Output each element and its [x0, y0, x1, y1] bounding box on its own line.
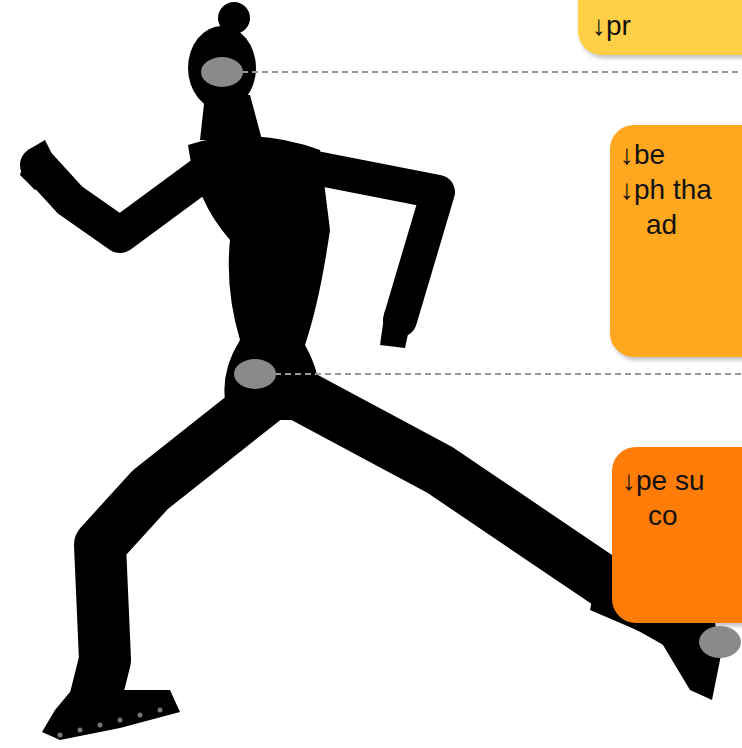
leader-line	[222, 71, 742, 73]
body-point-dot	[201, 57, 243, 87]
callout-text: ↓ph tha ad	[620, 172, 724, 242]
callout-text: ↓be	[620, 137, 724, 172]
body-point-dot	[234, 359, 276, 389]
callout-box: ↓be↓ph tha ad	[610, 125, 742, 357]
shoe-spikes	[58, 708, 163, 738]
runner-silhouette	[20, 2, 722, 740]
body-point-dot	[699, 626, 741, 658]
callout-text: ↓pr	[592, 8, 696, 43]
leader-line	[255, 373, 742, 375]
callout-box: ↓pe su co	[612, 447, 742, 623]
callout-box: ↓pr	[578, 0, 742, 55]
callout-text: ↓pe su co	[622, 463, 726, 533]
